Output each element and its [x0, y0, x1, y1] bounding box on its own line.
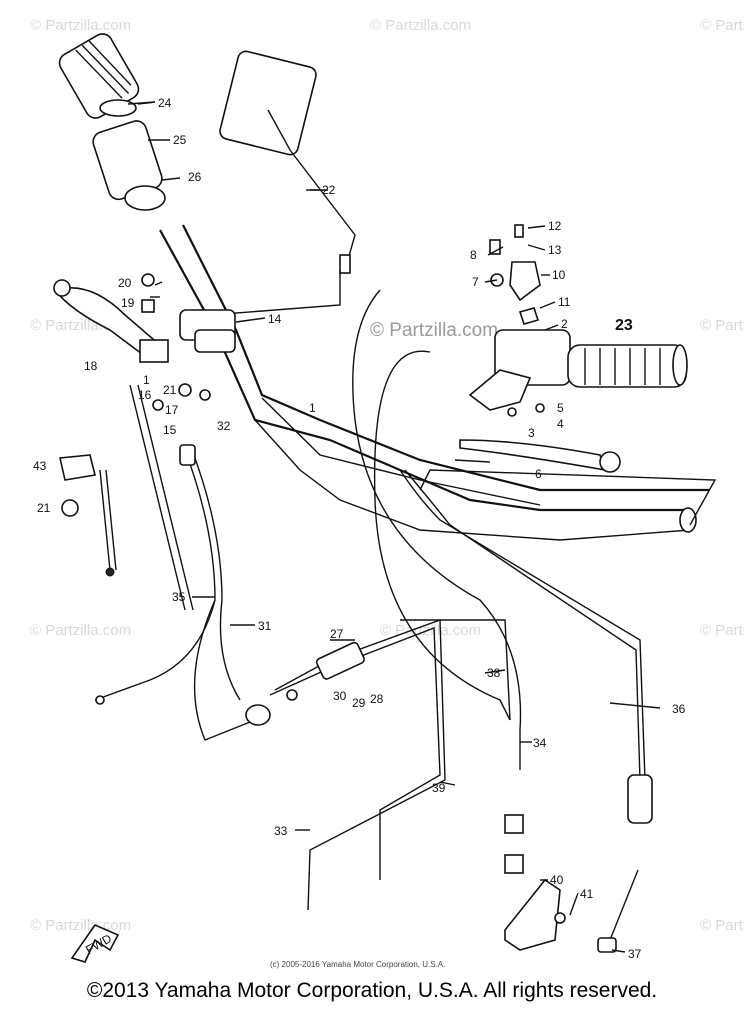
part-label-8: 8 [470, 248, 477, 262]
part-label-19: 19 [121, 296, 135, 310]
part-label-40: 40 [550, 873, 564, 887]
watermark: © Partzilla.com [370, 17, 471, 34]
part-label-41: 41 [580, 887, 594, 901]
handlebar [159, 224, 717, 541]
watermark: © Partzilla.com [700, 917, 744, 934]
watermark: © Partzilla.com [30, 917, 131, 934]
part-label-27: 27 [330, 627, 344, 641]
part-label-33: 33 [274, 824, 288, 838]
part-label-10: 10 [552, 268, 566, 282]
part-label-23: 23 [615, 317, 633, 334]
part-label-25: 25 [173, 133, 187, 147]
part-label-11: 11 [558, 295, 571, 309]
watermark: © Partzilla.com [700, 622, 744, 639]
watermark-center: © Partzilla.com [370, 320, 498, 341]
part-label-29: 29 [352, 696, 366, 710]
part-label-17: 17 [165, 403, 179, 417]
part-label-7: 7 [472, 275, 479, 289]
part-label-4: 4 [557, 417, 564, 431]
watermark: © Partzilla.com [30, 17, 131, 34]
left-lever-assembly [53, 273, 236, 611]
part-label-13: 13 [548, 243, 562, 257]
copyright-footer: ©2013 Yamaha Motor Corporation, U.S.A. A… [86, 979, 658, 1002]
part-label-20: 20 [118, 276, 132, 290]
part-label-35: 35 [172, 590, 186, 604]
part-label-2: 2 [561, 317, 568, 331]
part-label-15: 15 [163, 423, 177, 437]
part-label-21b: 21 [37, 501, 51, 515]
part-label-39: 39 [432, 781, 446, 795]
watermark-layer: © Partzilla.com © Partzilla.com © Partzi… [30, 17, 744, 934]
left-grip [58, 33, 181, 211]
part-label-36: 36 [672, 702, 686, 716]
part-label-21a: 21 [163, 383, 177, 397]
part-label-5: 5 [557, 401, 564, 415]
part-label-37: 37 [628, 947, 642, 961]
part-label-38: 38 [487, 666, 501, 680]
part-label-12: 12 [548, 219, 562, 233]
part-label-16: 16 [138, 388, 152, 402]
part-label-3: 3 [528, 426, 535, 440]
part-label-43: 43 [33, 459, 47, 473]
part-label-18: 18 [84, 359, 98, 373]
leader-lines [127, 101, 661, 953]
cables [94, 289, 653, 953]
part-label-22: 22 [322, 183, 336, 197]
part-label-14: 14 [268, 312, 282, 326]
watermark: © Partzilla.com [700, 17, 744, 34]
part-label-28: 28 [370, 692, 384, 706]
part-label-1b: 1 [309, 401, 316, 415]
small-copyright: (c) 2005-2016 Yamaha Motor Corporation, … [270, 960, 446, 969]
watermark: © Partzilla.com [30, 622, 131, 639]
part-label-34: 34 [533, 736, 547, 750]
part-label-6: 6 [535, 467, 542, 481]
part-label-26: 26 [188, 170, 202, 184]
part-label-24: 24 [158, 96, 172, 110]
watermark: © Partzilla.com [700, 317, 744, 334]
mirror [209, 50, 356, 316]
part-label-1a: 1 [143, 373, 150, 387]
part-label-30: 30 [333, 689, 347, 703]
part-labels: 24 25 26 22 12 8 13 7 10 11 2 23 20 19 1… [33, 96, 686, 961]
part-label-32: 32 [217, 419, 231, 433]
part-label-31: 31 [258, 619, 272, 633]
right-throttle-assembly [454, 224, 688, 473]
watermark: © Partzilla.com [380, 622, 481, 639]
left-switch-43 [59, 454, 117, 577]
